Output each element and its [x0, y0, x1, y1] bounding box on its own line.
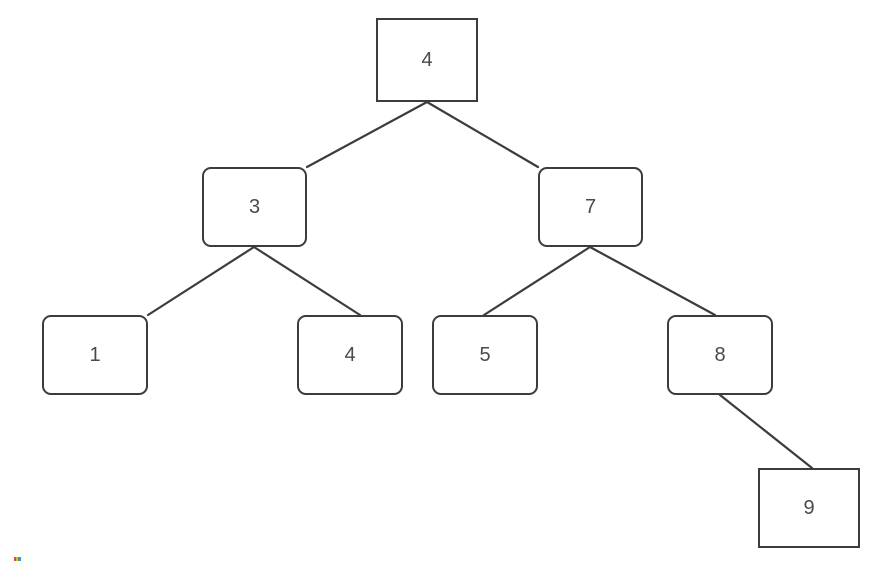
- tree-edge-n0-n1: [305, 100, 429, 169]
- artifact-swatch-3: [19, 557, 21, 561]
- tree-edge-n6-n7: [718, 393, 814, 470]
- tree-edge-n1-n3: [146, 245, 256, 317]
- tree-edge-n1-n4: [252, 245, 362, 317]
- tree-node-n3[interactable]: 1: [42, 315, 148, 395]
- tree-node-label: 3: [248, 196, 261, 218]
- tree-node-n7[interactable]: 9: [758, 468, 860, 548]
- artifact-swatch-0: [14, 557, 16, 561]
- tree-node-n0[interactable]: 4: [376, 18, 478, 102]
- tree-edge-n2-n6: [588, 245, 717, 317]
- tree-edge-n0-n2: [425, 100, 540, 169]
- tree-node-label: 9: [803, 497, 815, 519]
- tree-node-n4[interactable]: 4: [297, 315, 403, 395]
- tree-node-label: 5: [479, 344, 491, 366]
- tree-node-n1[interactable]: 3: [202, 167, 307, 247]
- tree-node-label: 4: [421, 49, 433, 71]
- tree-node-label: 8: [714, 344, 726, 366]
- artifact-swatch-2: [17, 557, 20, 561]
- tree-node-label: 4: [344, 344, 356, 366]
- tree-node-n5[interactable]: 5: [432, 315, 538, 395]
- tree-node-label: 1: [89, 344, 101, 366]
- tree-node-label: 7: [584, 196, 597, 218]
- color-pixel-artifact: [14, 557, 21, 561]
- artifact-swatch-1: [15, 557, 18, 561]
- tree-node-n2[interactable]: 7: [538, 167, 643, 247]
- tree-node-n6[interactable]: 8: [667, 315, 773, 395]
- tree-edge-n2-n5: [482, 245, 592, 317]
